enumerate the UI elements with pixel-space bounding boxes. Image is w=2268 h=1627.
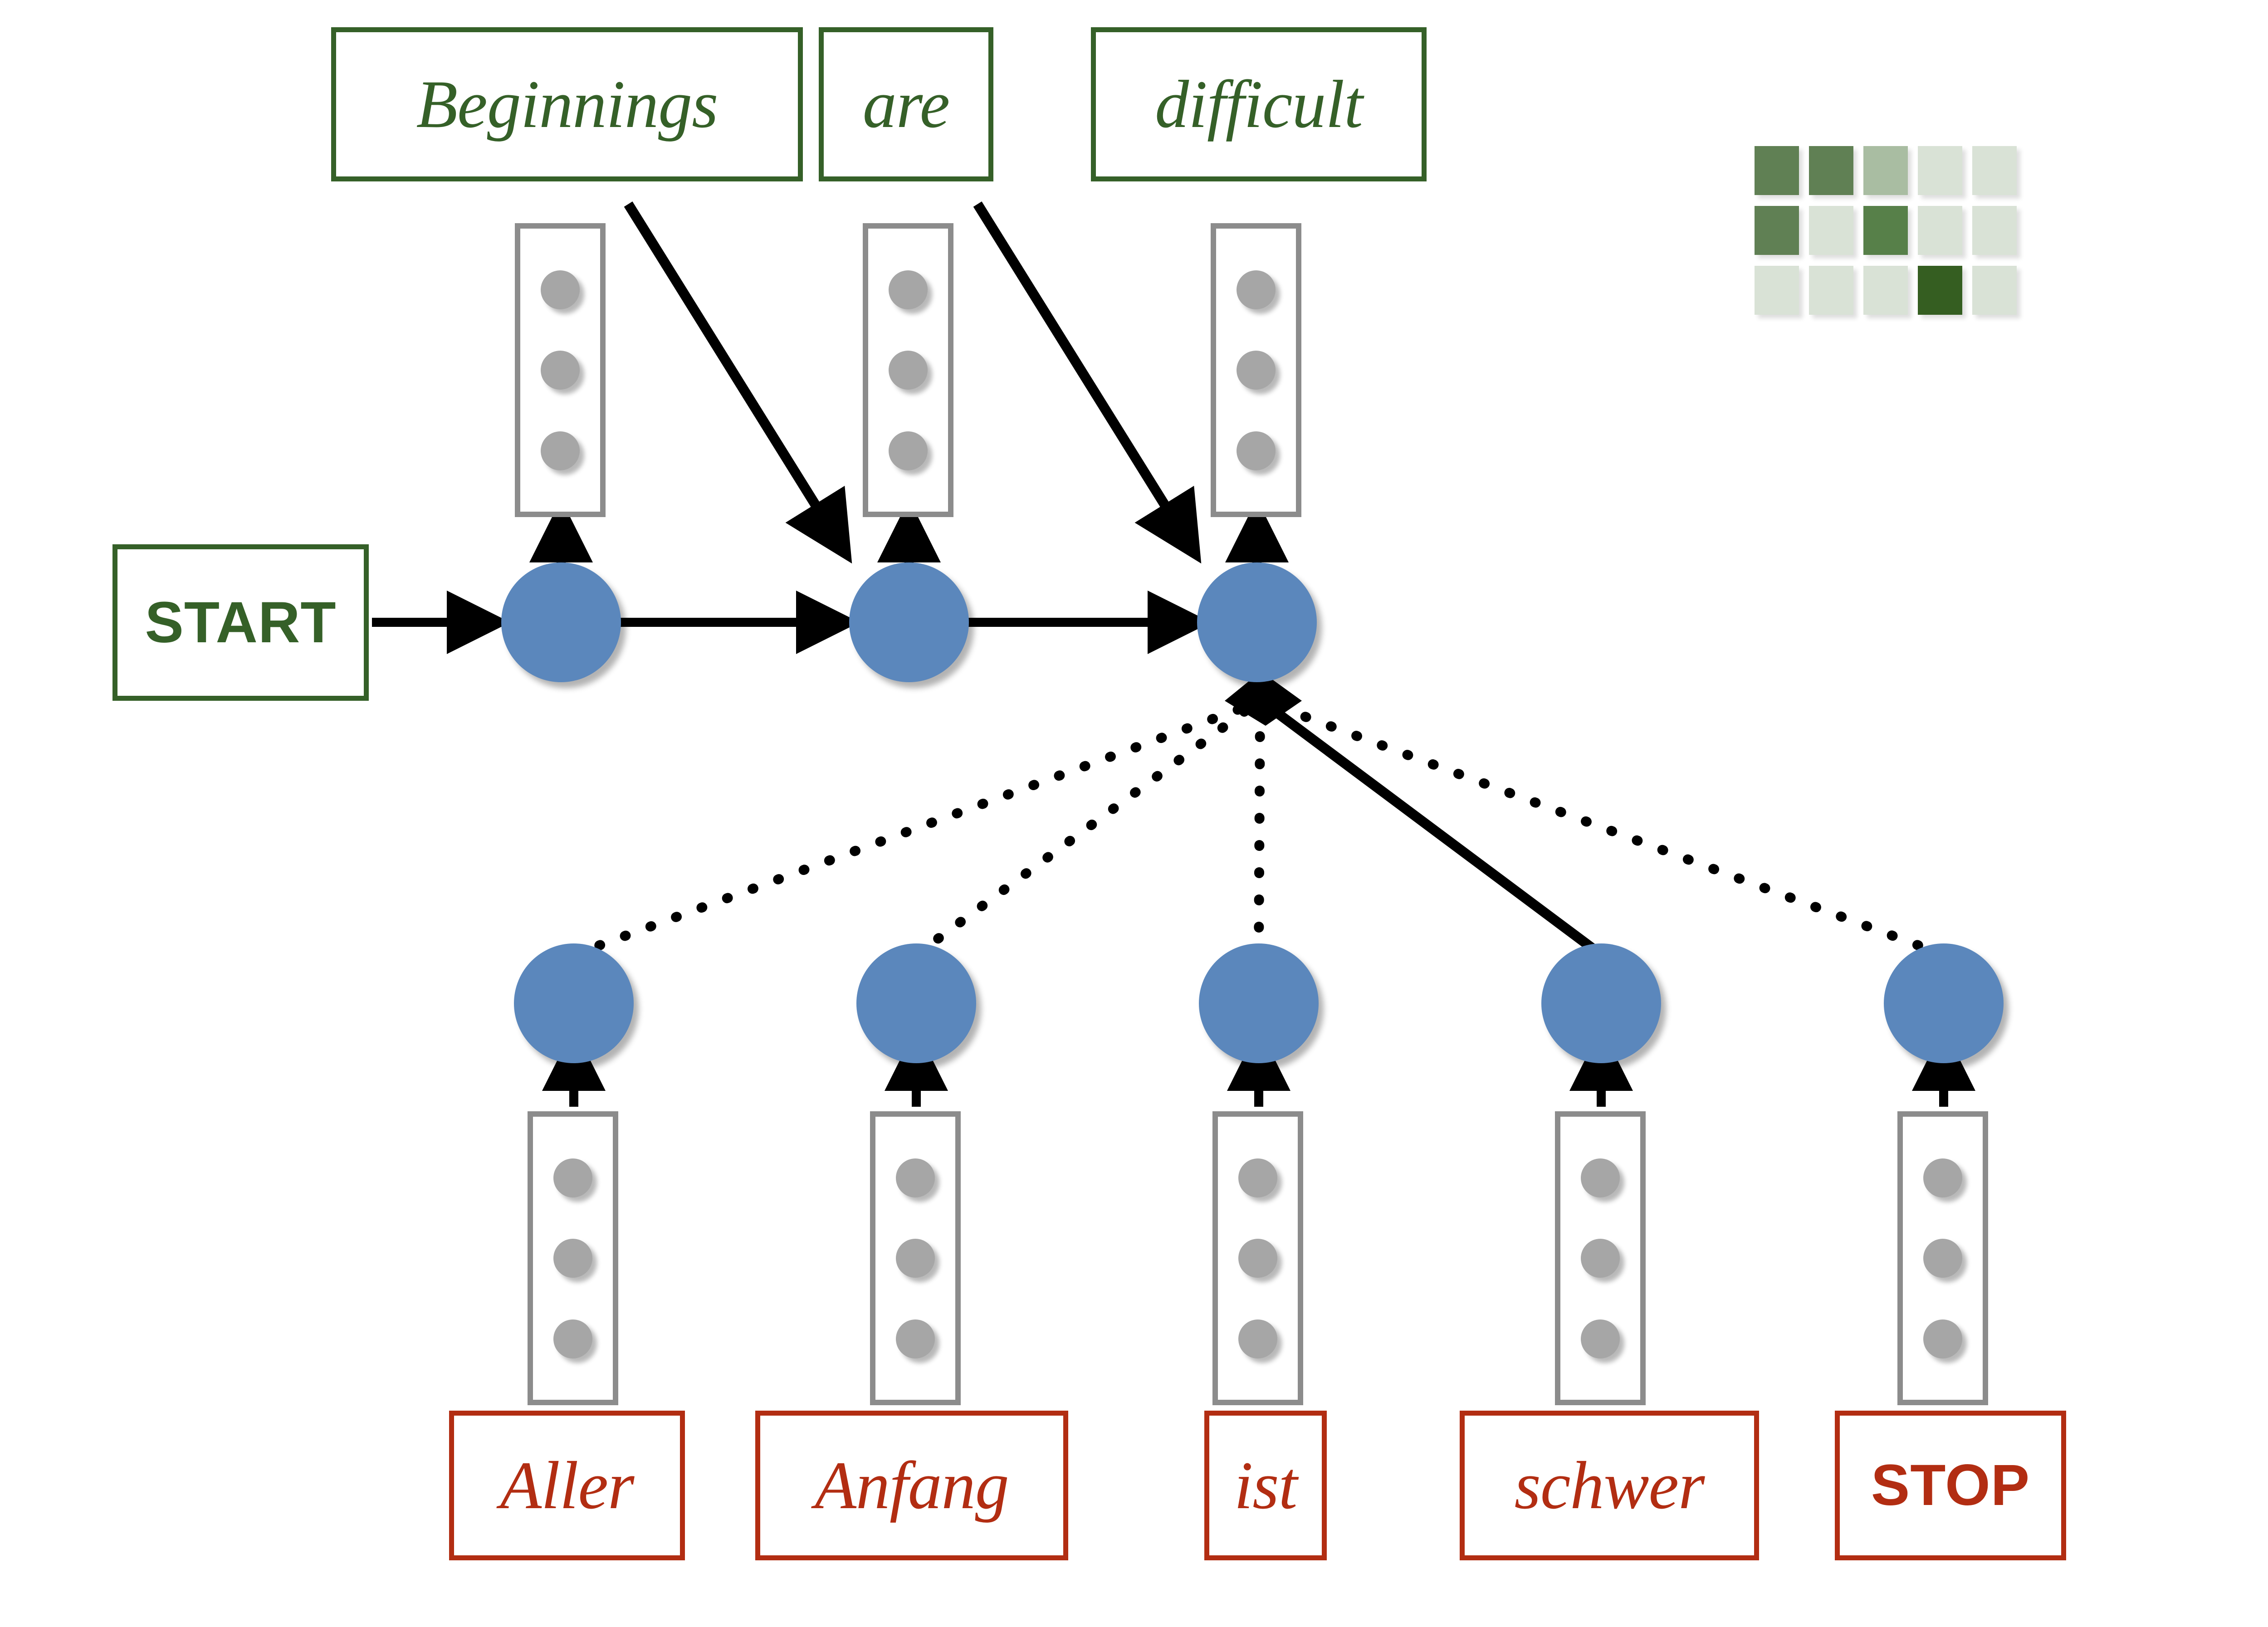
decoder-vector-dot (1237, 270, 1276, 309)
attention-heatmap-cell (1755, 146, 1799, 195)
attention-heatmap-cell (1809, 146, 1853, 195)
input-word-label-stop: STOP (1871, 1453, 2030, 1518)
encoder-vector-dot (1923, 1239, 1962, 1278)
attention-heatmap-cell (1972, 206, 2017, 255)
attention-heatmap-cell (1863, 146, 1908, 195)
output-word-label-are: are (862, 67, 950, 142)
encoder-vector-dot (896, 1239, 935, 1278)
encoder-vector-dot (1923, 1319, 1962, 1358)
attention-heatmap-cell (1863, 266, 1908, 315)
decoder-vector-dot (889, 431, 928, 470)
decoder-vector-dot (1237, 351, 1276, 390)
encoder-state-node-2[interactable] (856, 943, 976, 1063)
input-word-box-stop[interactable]: STOP (1835, 1411, 2066, 1560)
input-word-label-ist: ist (1234, 1448, 1298, 1523)
encoder-vector-dot (1238, 1239, 1277, 1278)
attention-heatmap-cell (1918, 206, 1962, 255)
encoder-vector-dot (896, 1319, 935, 1358)
arrow-word-beginnings-to-decoder2 (624, 201, 852, 564)
output-word-label-beginnings: Beginnings (416, 67, 719, 142)
start-token-box[interactable]: START (112, 544, 369, 701)
attention-heatmap-cell (1755, 266, 1799, 315)
attention-heatmap-cell (1809, 266, 1853, 315)
encoder-vector-dot (553, 1239, 592, 1278)
input-word-label-schwer: schwer (1514, 1448, 1705, 1523)
output-word-box-beginnings[interactable]: Beginnings (331, 27, 803, 181)
attention-heatmap-cell (1972, 146, 2017, 195)
decoder-hidden-vector-1 (515, 223, 606, 517)
decoder-vector-dot (1237, 431, 1276, 470)
attention-heatmap-cell (1972, 266, 2017, 315)
decoder-state-node-3[interactable] (1197, 562, 1317, 682)
encoder-hidden-vector-5 (1897, 1111, 1988, 1405)
output-word-box-difficult[interactable]: difficult (1091, 27, 1427, 181)
encoder-vector-dot (1581, 1158, 1620, 1197)
encoder-hidden-vector-3 (1212, 1111, 1303, 1405)
encoder-state-node-5[interactable] (1884, 943, 2004, 1063)
attention-heatmap-cell (1809, 206, 1853, 255)
encoder-vector-dot (553, 1158, 592, 1197)
decoder-vector-dot (889, 351, 928, 390)
decoder-vector-dot (541, 431, 580, 470)
decoder-state-node-1[interactable] (501, 562, 621, 682)
encoder-hidden-vector-4 (1555, 1111, 1646, 1405)
decoder-hidden-vector-2 (863, 223, 953, 517)
attention-link-stop (1270, 700, 1949, 960)
encoder-state-node-1[interactable] (514, 943, 634, 1063)
output-word-box-are[interactable]: are (819, 27, 993, 181)
encoder-vector-dot (1238, 1158, 1277, 1197)
attention-link-ist (1254, 700, 1265, 960)
input-word-label-anfang: Anfang (815, 1448, 1009, 1523)
attention-link-anfang (911, 700, 1258, 960)
encoder-vector-dot (1923, 1158, 1962, 1197)
encoder-vector-dot (1238, 1319, 1277, 1358)
decoder-vector-dot (541, 351, 580, 390)
encoder-vector-dot (553, 1319, 592, 1358)
output-word-label-difficult: difficult (1155, 67, 1363, 142)
encoder-state-node-3[interactable] (1199, 943, 1319, 1063)
input-word-box-ist[interactable]: ist (1204, 1411, 1327, 1560)
decoder-vector-dot (889, 270, 928, 309)
attention-link-aller (569, 700, 1255, 960)
decoder-state-node-2[interactable] (849, 562, 969, 682)
input-word-label-aller: Aller (500, 1448, 635, 1523)
attention-heatmap-cell (1918, 146, 1962, 195)
arrow-word-are-to-decoder3 (973, 201, 1202, 564)
attention-link-schwer (1267, 704, 1604, 959)
attention-heatmap-cell (1755, 206, 1799, 255)
decoder-vector-dot (541, 270, 580, 309)
input-word-box-aller[interactable]: Aller (449, 1411, 685, 1560)
attention-heatmap (1755, 146, 2017, 315)
start-token-label: START (145, 590, 337, 655)
attention-heatmap-cell (1863, 206, 1908, 255)
attention-heatmap-cell (1918, 266, 1962, 315)
encoder-hidden-vector-2 (870, 1111, 961, 1405)
encoder-vector-dot (1581, 1319, 1620, 1358)
encoder-hidden-vector-1 (528, 1111, 618, 1405)
encoder-state-node-4[interactable] (1541, 943, 1661, 1063)
encoder-vector-dot (896, 1158, 935, 1197)
encoder-vector-dot (1581, 1239, 1620, 1278)
input-word-box-anfang[interactable]: Anfang (755, 1411, 1068, 1560)
decoder-hidden-vector-3 (1211, 223, 1301, 517)
input-word-box-schwer[interactable]: schwer (1460, 1411, 1759, 1560)
